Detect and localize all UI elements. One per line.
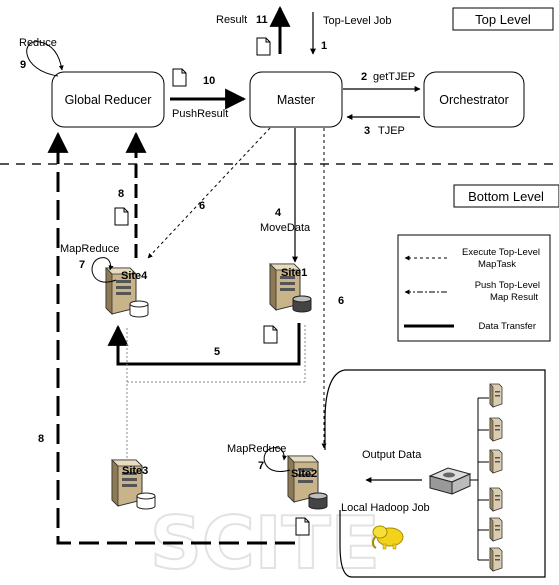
transfer-doc-icon <box>264 326 277 343</box>
network-switch-icon <box>430 468 470 494</box>
step4-label: MoveData <box>260 222 311 234</box>
site4-doc-icon <box>115 208 128 225</box>
arrow-push-site2 <box>58 134 295 543</box>
bottom-level-label: Bottom Level <box>468 189 544 204</box>
site1-label: Site1 <box>281 267 307 279</box>
legend-transfer-label: Data Transfer <box>478 321 536 332</box>
step3-label: TJEP <box>378 125 405 137</box>
site4-db-icon <box>130 301 148 317</box>
step9-label: Reduce <box>19 37 57 49</box>
step4-num: 4 <box>275 207 282 219</box>
arrow-execute-site4 <box>148 128 270 258</box>
cluster-node-icon <box>490 450 502 473</box>
site4-label: Site4 <box>121 270 148 282</box>
local-job-label: Local Hadoop Job <box>341 502 430 514</box>
step1-num: 1 <box>321 40 327 52</box>
step8b-num: 8 <box>38 433 44 445</box>
master-label: Master <box>277 93 315 107</box>
cluster-node-icon <box>490 488 502 511</box>
step9-num: 9 <box>20 59 26 71</box>
step7b-label: MapReduce <box>227 443 286 455</box>
output-data-label: Output Data <box>362 449 422 461</box>
cluster-node-icon <box>490 518 502 541</box>
step8a-num: 8 <box>118 188 124 200</box>
step7b-num: 7 <box>258 460 264 472</box>
step11-label: Result <box>216 14 247 26</box>
legend-execute-line1: Execute Top-Level <box>462 247 540 258</box>
push-doc-icon <box>173 69 186 86</box>
step7a-label: MapReduce <box>60 243 119 255</box>
step11-num: 11 <box>256 14 268 26</box>
site2-db-icon <box>309 493 327 509</box>
step10-num: 10 <box>203 75 215 87</box>
legend-push-line2: Map Result <box>490 292 538 303</box>
global-reducer-label: Global Reducer <box>65 93 152 107</box>
step5-num: 5 <box>214 346 220 358</box>
cluster-wiring <box>470 398 489 560</box>
step2-num: 2 <box>361 71 367 83</box>
step2-label: getTJEP <box>373 71 415 83</box>
step10-label: PushResult <box>172 108 228 120</box>
step6b-num: 6 <box>338 295 344 307</box>
cluster-node-icon <box>490 384 502 407</box>
step6a-num: 6 <box>199 200 205 212</box>
result-doc-icon <box>257 38 270 55</box>
orchestrator-label: Orchestrator <box>439 93 508 107</box>
legend-push-line1: Push Top-Level <box>475 280 540 291</box>
site3-label: Site3 <box>122 465 148 477</box>
site1-db-icon <box>293 296 311 312</box>
site2-doc-icon <box>296 518 309 535</box>
step7a-num: 7 <box>79 259 85 271</box>
step3-num: 3 <box>364 125 370 137</box>
site3-db-icon <box>137 493 155 509</box>
cluster-node-icon <box>490 418 502 441</box>
step1-label: Top-Level Job <box>323 15 392 27</box>
legend-execute-line2: MapTask <box>478 259 516 270</box>
site2-label: Site2 <box>291 468 317 480</box>
top-level-label: Top Level <box>475 12 531 27</box>
cluster-node-icon <box>490 548 502 571</box>
